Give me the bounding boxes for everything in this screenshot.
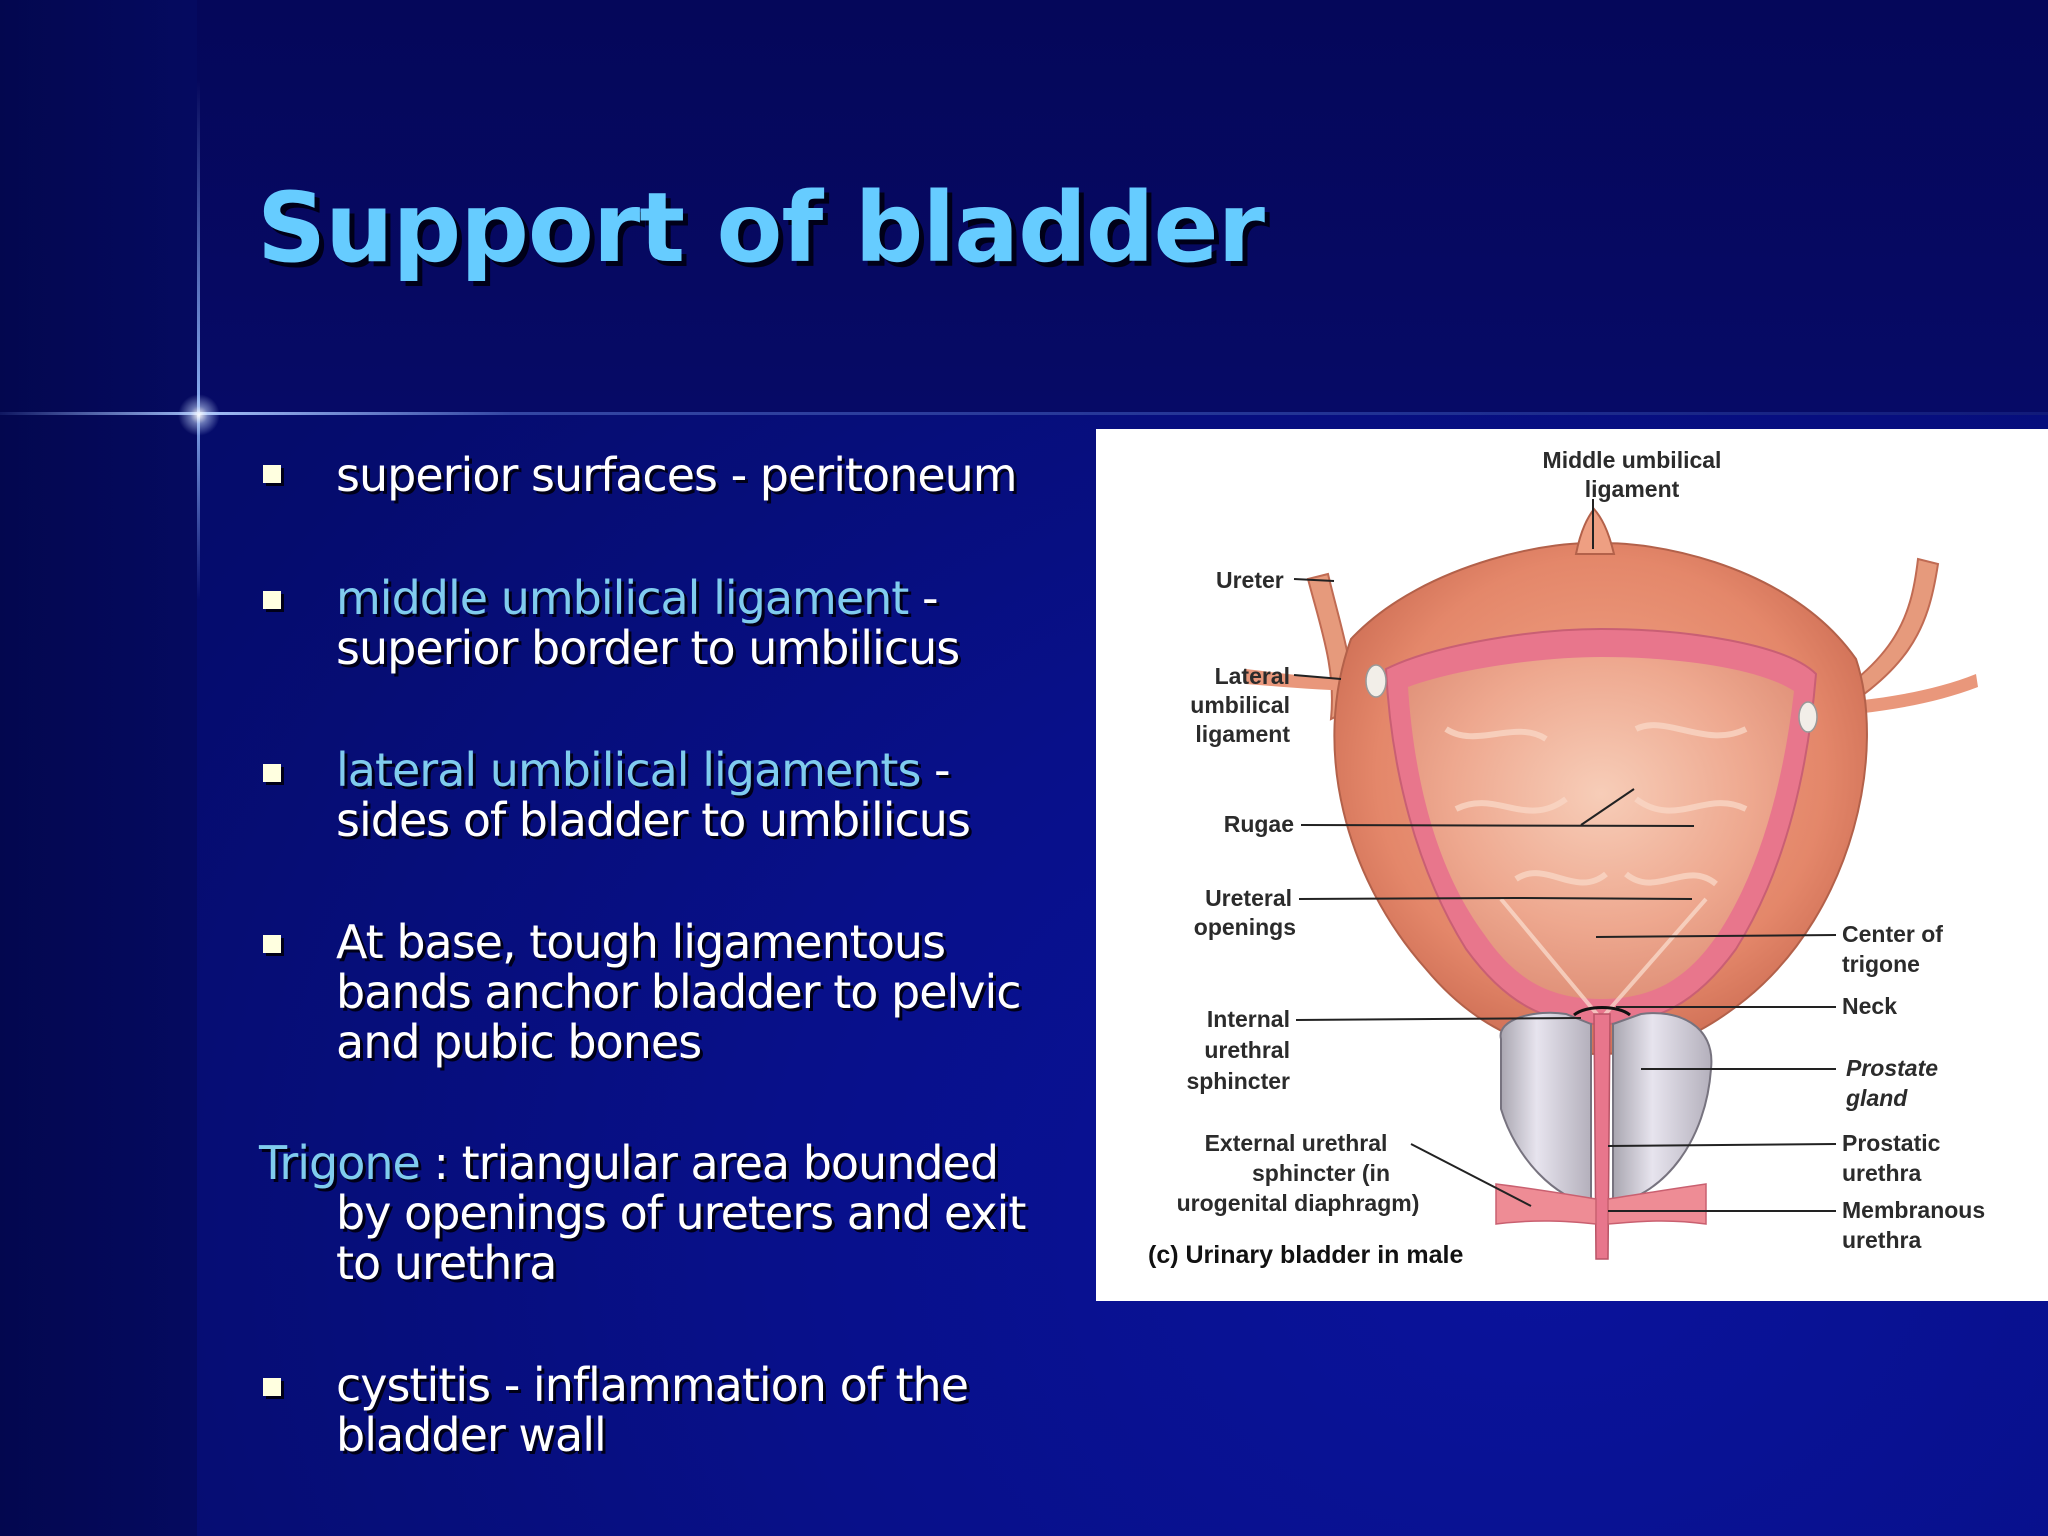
- bullet-marker: [263, 465, 281, 483]
- label-middle-umbilical-2: ligament: [1585, 476, 1680, 502]
- label-ureteral-1: Ureteral: [1205, 885, 1292, 911]
- label-ureter: Ureter: [1216, 567, 1284, 593]
- bullet-marker: [263, 1378, 281, 1396]
- bladder-illustration: Middle umbilical ligament Ureter Lateral…: [1148, 447, 1985, 1269]
- bullet-line: sides of bladder to umbilicus: [336, 793, 971, 847]
- bullet-marker: [263, 591, 281, 609]
- paragraph-line: Trigone : triangular area bounded: [259, 1138, 1025, 1188]
- decorative-star-flare: [178, 394, 220, 436]
- label-prostate-2: gland: [1845, 1085, 1908, 1111]
- trigone-paragraph: Trigone : triangular area bounded by ope…: [259, 1138, 1026, 1290]
- label-prostate-1: Prostate: [1846, 1055, 1938, 1081]
- external-sphincter-band-right: [1607, 1183, 1707, 1225]
- bullet-peritoneum: superior surfaces - peritoneum: [336, 448, 1018, 502]
- label-external-3: urogenital diaphragm): [1177, 1190, 1420, 1216]
- bullet-cystitis: cystitis - inflammation of the bladder w…: [336, 1358, 969, 1462]
- label-membranous-1: Membranous: [1842, 1197, 1985, 1223]
- label-external-1: External urethral: [1205, 1130, 1388, 1156]
- bullet-line: cystitis - inflammation of the: [336, 1358, 969, 1412]
- bullet-line: bladder wall: [336, 1408, 607, 1462]
- urethra-shape: [1593, 1013, 1611, 1260]
- prostate-right-lobe: [1612, 1012, 1713, 1206]
- decorative-vertical-line: [197, 80, 200, 600]
- decorative-horizontal-line: [0, 412, 2048, 415]
- left-ureter-nub: [1365, 664, 1387, 698]
- bullet-line: middle umbilical ligament -: [336, 573, 959, 623]
- slide-title: Support of bladder: [257, 172, 1265, 284]
- label-membranous-2: urethra: [1842, 1227, 1921, 1253]
- bullet-middle-umbilical-ligament: middle umbilical ligament - superior bor…: [336, 573, 960, 675]
- bladder-anatomy-figure: Middle umbilical ligament Ureter Lateral…: [1096, 429, 2048, 1301]
- figure-labels: Middle umbilical ligament Ureter Lateral…: [1148, 447, 1985, 1269]
- bullet-line: and pubic bones: [336, 1015, 702, 1069]
- label-lateral-3: ligament: [1195, 721, 1290, 747]
- paragraph-text: : triangular area bounded: [419, 1136, 999, 1190]
- label-middle-umbilical-1: Middle umbilical: [1543, 447, 1722, 473]
- label-rugae: Rugae: [1224, 811, 1294, 837]
- leader-lines: [1293, 499, 1837, 1212]
- right-ureter-nub: [1798, 701, 1818, 733]
- label-ureteral-2: openings: [1194, 914, 1296, 940]
- label-lateral-2: umbilical: [1190, 692, 1290, 718]
- label-prostatic-1: Prostatic: [1842, 1130, 1941, 1156]
- bullet-text: superior surfaces - peritoneum: [336, 448, 1018, 502]
- label-neck: Neck: [1842, 993, 1897, 1019]
- middle-umbilical-ligament-shape: [1574, 507, 1616, 555]
- label-center-trigone-2: trigone: [1842, 951, 1920, 977]
- rugae-folds: [1444, 722, 1748, 887]
- bullet-text: -: [908, 571, 939, 625]
- label-internal-2: urethral: [1204, 1037, 1290, 1063]
- paragraph-line: by openings of ureters and exit: [336, 1186, 1026, 1240]
- label-external-2: sphincter (in: [1252, 1160, 1390, 1186]
- left-margin-band: [0, 0, 197, 1536]
- label-internal-1: Internal: [1207, 1006, 1290, 1032]
- bullet-line: lateral umbilical ligaments -: [336, 745, 970, 795]
- highlight-term: Trigone: [259, 1136, 421, 1190]
- bullet-marker: [263, 764, 281, 782]
- bladder-interior: [1408, 657, 1794, 999]
- label-center-trigone-1: Center of: [1842, 921, 1943, 947]
- figure-caption: (c) Urinary bladder in male: [1148, 1241, 1463, 1269]
- paragraph-line: to urethra: [336, 1236, 557, 1290]
- bullet-line: superior border to umbilicus: [336, 621, 960, 675]
- prostate-left-lobe: [1499, 1011, 1592, 1206]
- bullet-lateral-umbilical-ligaments: lateral umbilical ligaments - sides of b…: [336, 745, 971, 847]
- left-lateral-ligament: [1246, 669, 1368, 691]
- internal-sphincter-shape: [1573, 1006, 1631, 1017]
- label-internal-3: sphincter: [1186, 1068, 1290, 1094]
- highlight-term: middle umbilical ligament: [336, 571, 909, 625]
- external-sphincter-band: [1495, 1183, 1597, 1225]
- label-lateral-1: Lateral: [1215, 663, 1290, 689]
- bullet-ligamentous-bands: At base, tough ligamentous bands anchor …: [336, 915, 1022, 1069]
- bullet-line: bands anchor bladder to pelvic: [336, 965, 1022, 1019]
- label-prostatic-2: urethra: [1842, 1160, 1921, 1186]
- bullet-text: -: [920, 743, 951, 797]
- highlight-term: lateral umbilical ligaments: [336, 743, 921, 797]
- header-band: [0, 0, 2048, 415]
- bullet-marker: [263, 935, 281, 953]
- bullet-line: At base, tough ligamentous: [336, 915, 946, 969]
